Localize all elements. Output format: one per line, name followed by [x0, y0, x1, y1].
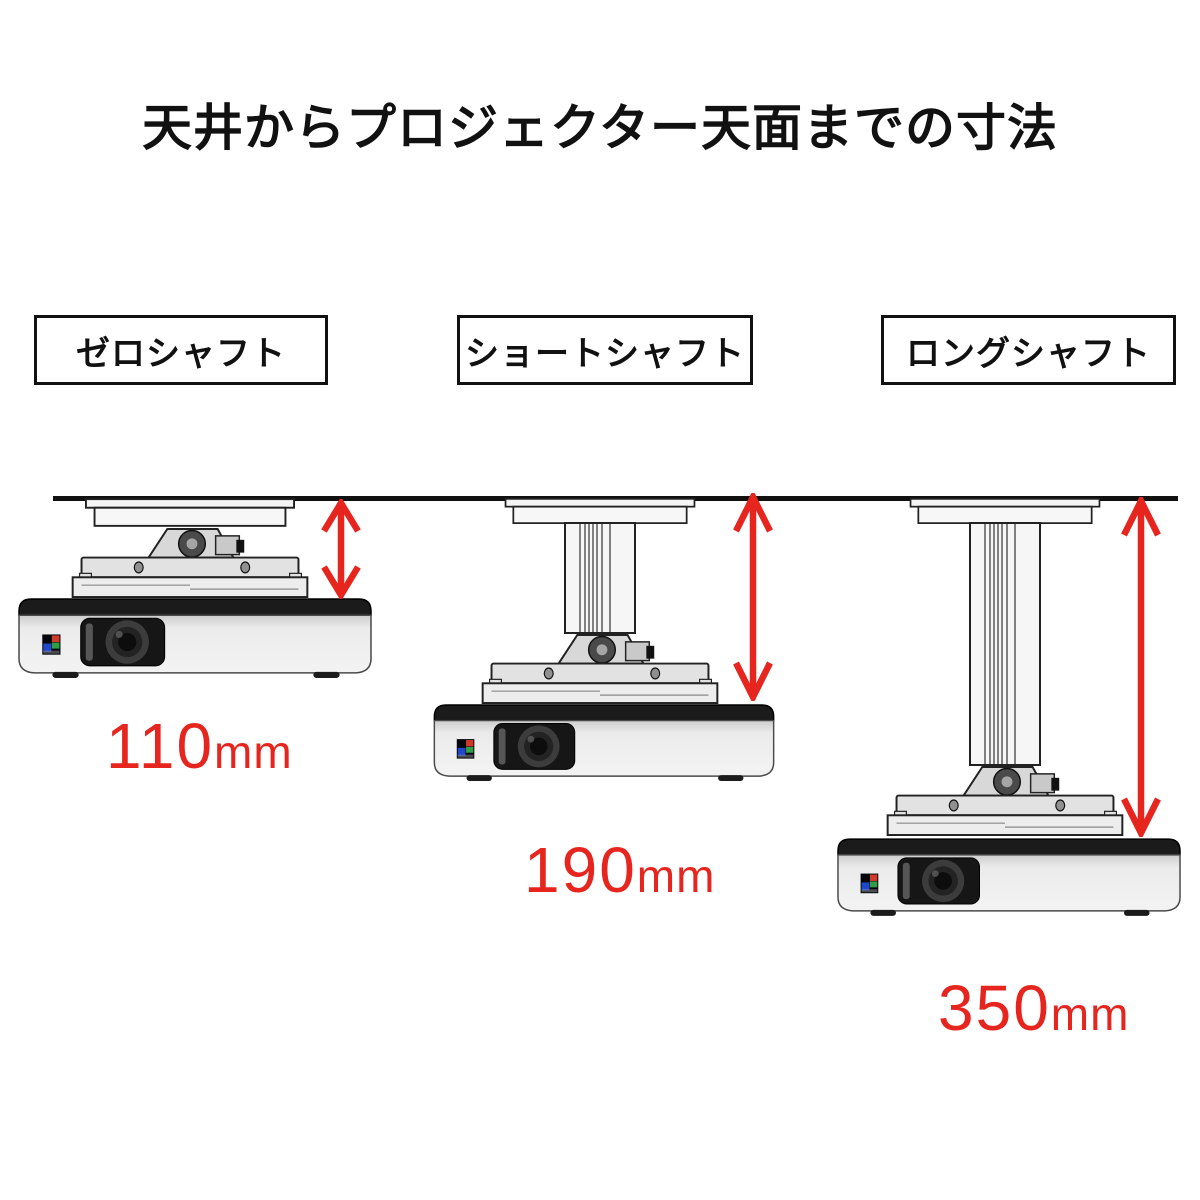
projector — [18, 598, 372, 679]
ceiling-plate — [909, 498, 1101, 524]
measurement-unit: mm — [214, 726, 293, 778]
ceiling-plate — [85, 498, 295, 527]
measurement-unit: mm — [636, 850, 716, 902]
label-box-short-shaft: ショートシャフト — [457, 315, 753, 385]
measurement-value: 350 — [938, 972, 1051, 1044]
measurement-unit: mm — [1050, 988, 1130, 1040]
mount-bracket — [481, 633, 719, 704]
projector — [837, 838, 1181, 917]
projector — [433, 704, 775, 782]
label-box-zero-shaft: ゼロシャフト — [34, 315, 328, 385]
measurement-value: 110 — [106, 710, 215, 782]
measurement-value: 190 — [524, 834, 637, 906]
dimension-arrow-short — [733, 493, 773, 701]
mount-bracket — [886, 765, 1124, 836]
dimension-arrow-long — [1121, 497, 1161, 837]
mount-shaft — [564, 522, 636, 634]
mount-bracket — [71, 527, 309, 598]
page-title: 天井からプロジェクター天面までの寸法 — [142, 100, 1058, 156]
label-box-long-shaft: ロングシャフト — [881, 315, 1176, 385]
long-shaft-illustration — [837, 498, 1181, 917]
dimension-arrow-zero — [321, 499, 361, 599]
ceiling-plate — [504, 498, 696, 524]
mount-shaft — [969, 522, 1041, 766]
short-shaft-illustration — [433, 498, 775, 782]
